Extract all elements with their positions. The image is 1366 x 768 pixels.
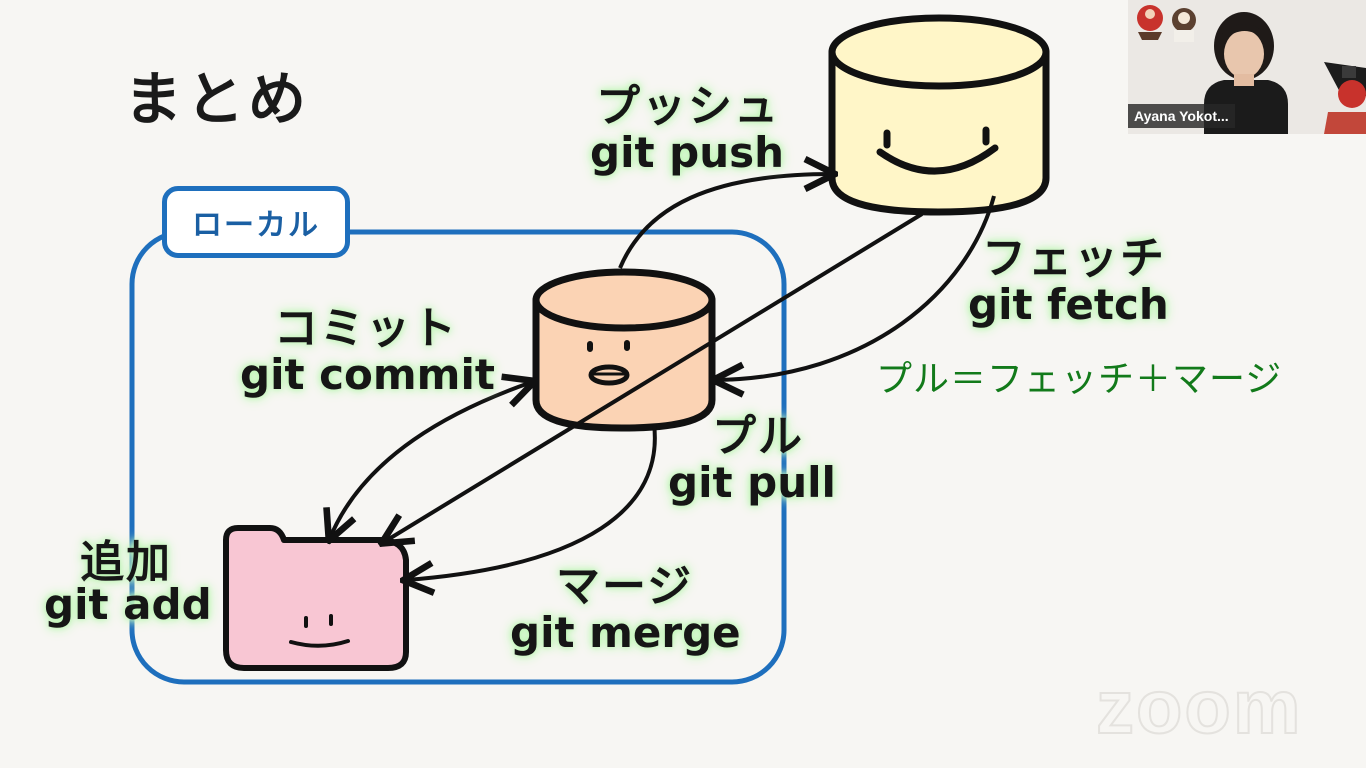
commit-label-jp: コミット [274,303,458,354]
add-label-jp: 追加 [80,537,172,588]
slide-title: まとめ [124,65,311,133]
local-area-frame [129,229,787,685]
participant-video-feed [1128,0,1366,134]
participant-video-tile[interactable]: Ayana Yokot... [1128,0,1366,134]
push-command: git push [590,128,785,177]
fetch-command: git fetch [968,280,1169,329]
participant-name: Ayana Yokot... [1128,104,1235,128]
merge-label-jp: マージ [556,561,694,612]
pull-formula-note: プル＝フェッチ＋マージ [876,359,1283,400]
merge-command: git merge [510,608,741,657]
add-command: git add [44,580,212,629]
add-commit-arrow [330,382,532,538]
push-arrow [618,174,832,269]
pull-command: git pull [668,458,836,507]
working-folder-icon [223,525,409,671]
merge-arrow [406,423,657,580]
fetch-arrow [716,195,996,380]
remote-repository-icon [828,14,1050,216]
push-label-jp: プッシュ [596,81,780,132]
pull-label-jp: プル [712,411,804,462]
fetch-label-jp: フェッチ [982,233,1166,284]
commit-command: git commit [240,350,495,399]
local-repository-icon [532,268,716,432]
background-figure-icon [1324,62,1366,134]
zoom-watermark: zoom [1095,664,1303,751]
local-tag: ローカル [162,186,350,258]
background-mascot-icon [1137,5,1196,42]
